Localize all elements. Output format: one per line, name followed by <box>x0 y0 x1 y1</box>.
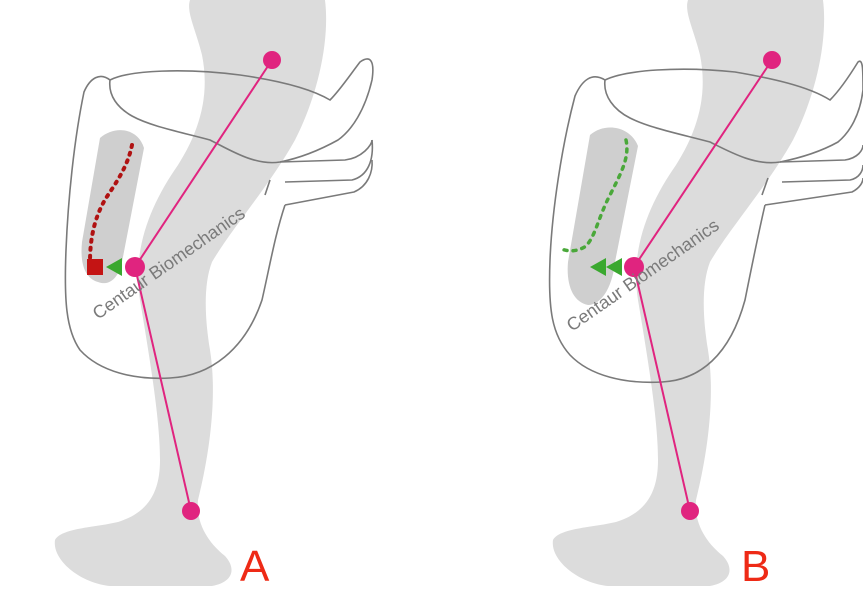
shin-line-a <box>134 266 192 512</box>
knee-block-b <box>567 127 638 305</box>
green-dotted-path-b <box>558 138 629 253</box>
saddle-outline-a <box>64 58 374 380</box>
red-square-marker-a <box>87 259 103 275</box>
ankle-joint-dot-a <box>182 502 200 520</box>
leg-silhouette-b <box>552 0 825 586</box>
green-arrow-icon-b-1 <box>590 258 606 276</box>
hip-joint-dot-b <box>763 51 781 69</box>
thigh-line-b <box>633 59 773 268</box>
thigh-line-a <box>134 59 273 268</box>
panel-label-b: B <box>741 542 770 591</box>
green-arrow-icon-a <box>106 258 122 276</box>
panel-label-a: A <box>240 542 270 591</box>
leg-silhouette-a <box>54 0 327 586</box>
ankle-joint-dot-b <box>681 502 699 520</box>
knee-joint-dot-b <box>624 257 644 277</box>
shin-line-b <box>633 266 691 512</box>
red-dotted-path-a <box>88 143 134 264</box>
panel-b: Centaur Biomechanics B <box>548 0 863 591</box>
green-arrow-icon-b-2 <box>606 258 622 276</box>
hip-joint-dot-a <box>263 51 281 69</box>
knee-joint-dot-a <box>125 257 145 277</box>
panel-a: Centaur Biomechanics A <box>54 0 374 591</box>
knee-block-a <box>81 130 144 284</box>
